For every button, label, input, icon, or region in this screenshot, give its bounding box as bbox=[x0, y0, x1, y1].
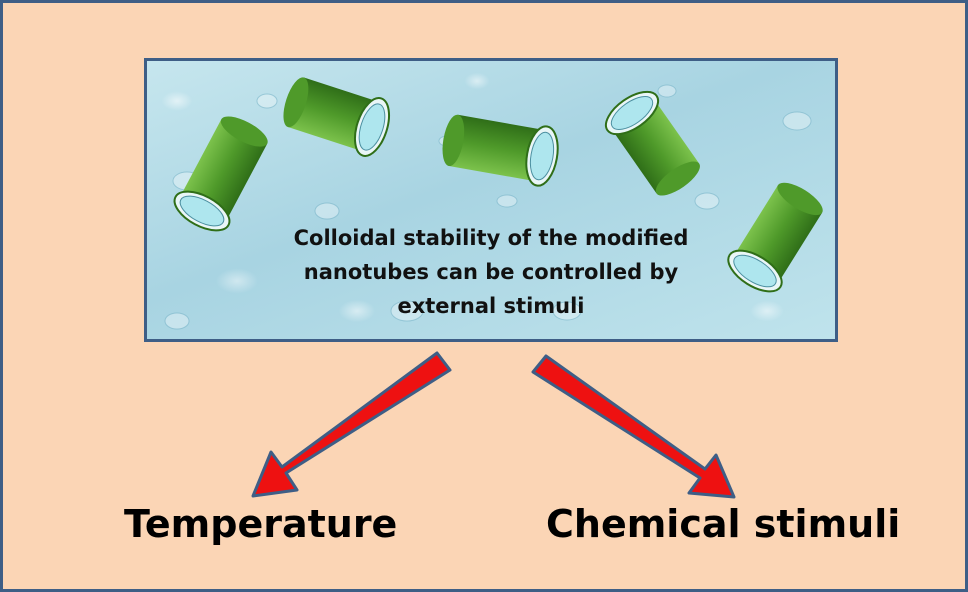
nanotube-2 bbox=[283, 77, 391, 157]
arrow-to-chemical-stimuli bbox=[531, 354, 736, 499]
nanotube-dispersion-panel: Colloidal stability of the modified nano… bbox=[144, 58, 838, 342]
nanotube-1 bbox=[173, 116, 268, 232]
caption: Colloidal stability of the modified nano… bbox=[239, 221, 743, 323]
chemical-stimuli-label: Chemical stimuli bbox=[546, 502, 901, 546]
nanotubes bbox=[173, 77, 823, 293]
caption-line: external stimuli bbox=[397, 294, 585, 318]
caption-line: Colloidal stability of the modified bbox=[293, 226, 689, 250]
nanotube-3 bbox=[442, 114, 559, 187]
caption-line: nanotubes can be controlled by bbox=[303, 260, 679, 284]
temperature-label: Temperature bbox=[124, 502, 398, 546]
nanotube-4 bbox=[604, 90, 700, 196]
arrow-to-temperature bbox=[251, 351, 452, 498]
nanotube-5 bbox=[727, 182, 823, 293]
